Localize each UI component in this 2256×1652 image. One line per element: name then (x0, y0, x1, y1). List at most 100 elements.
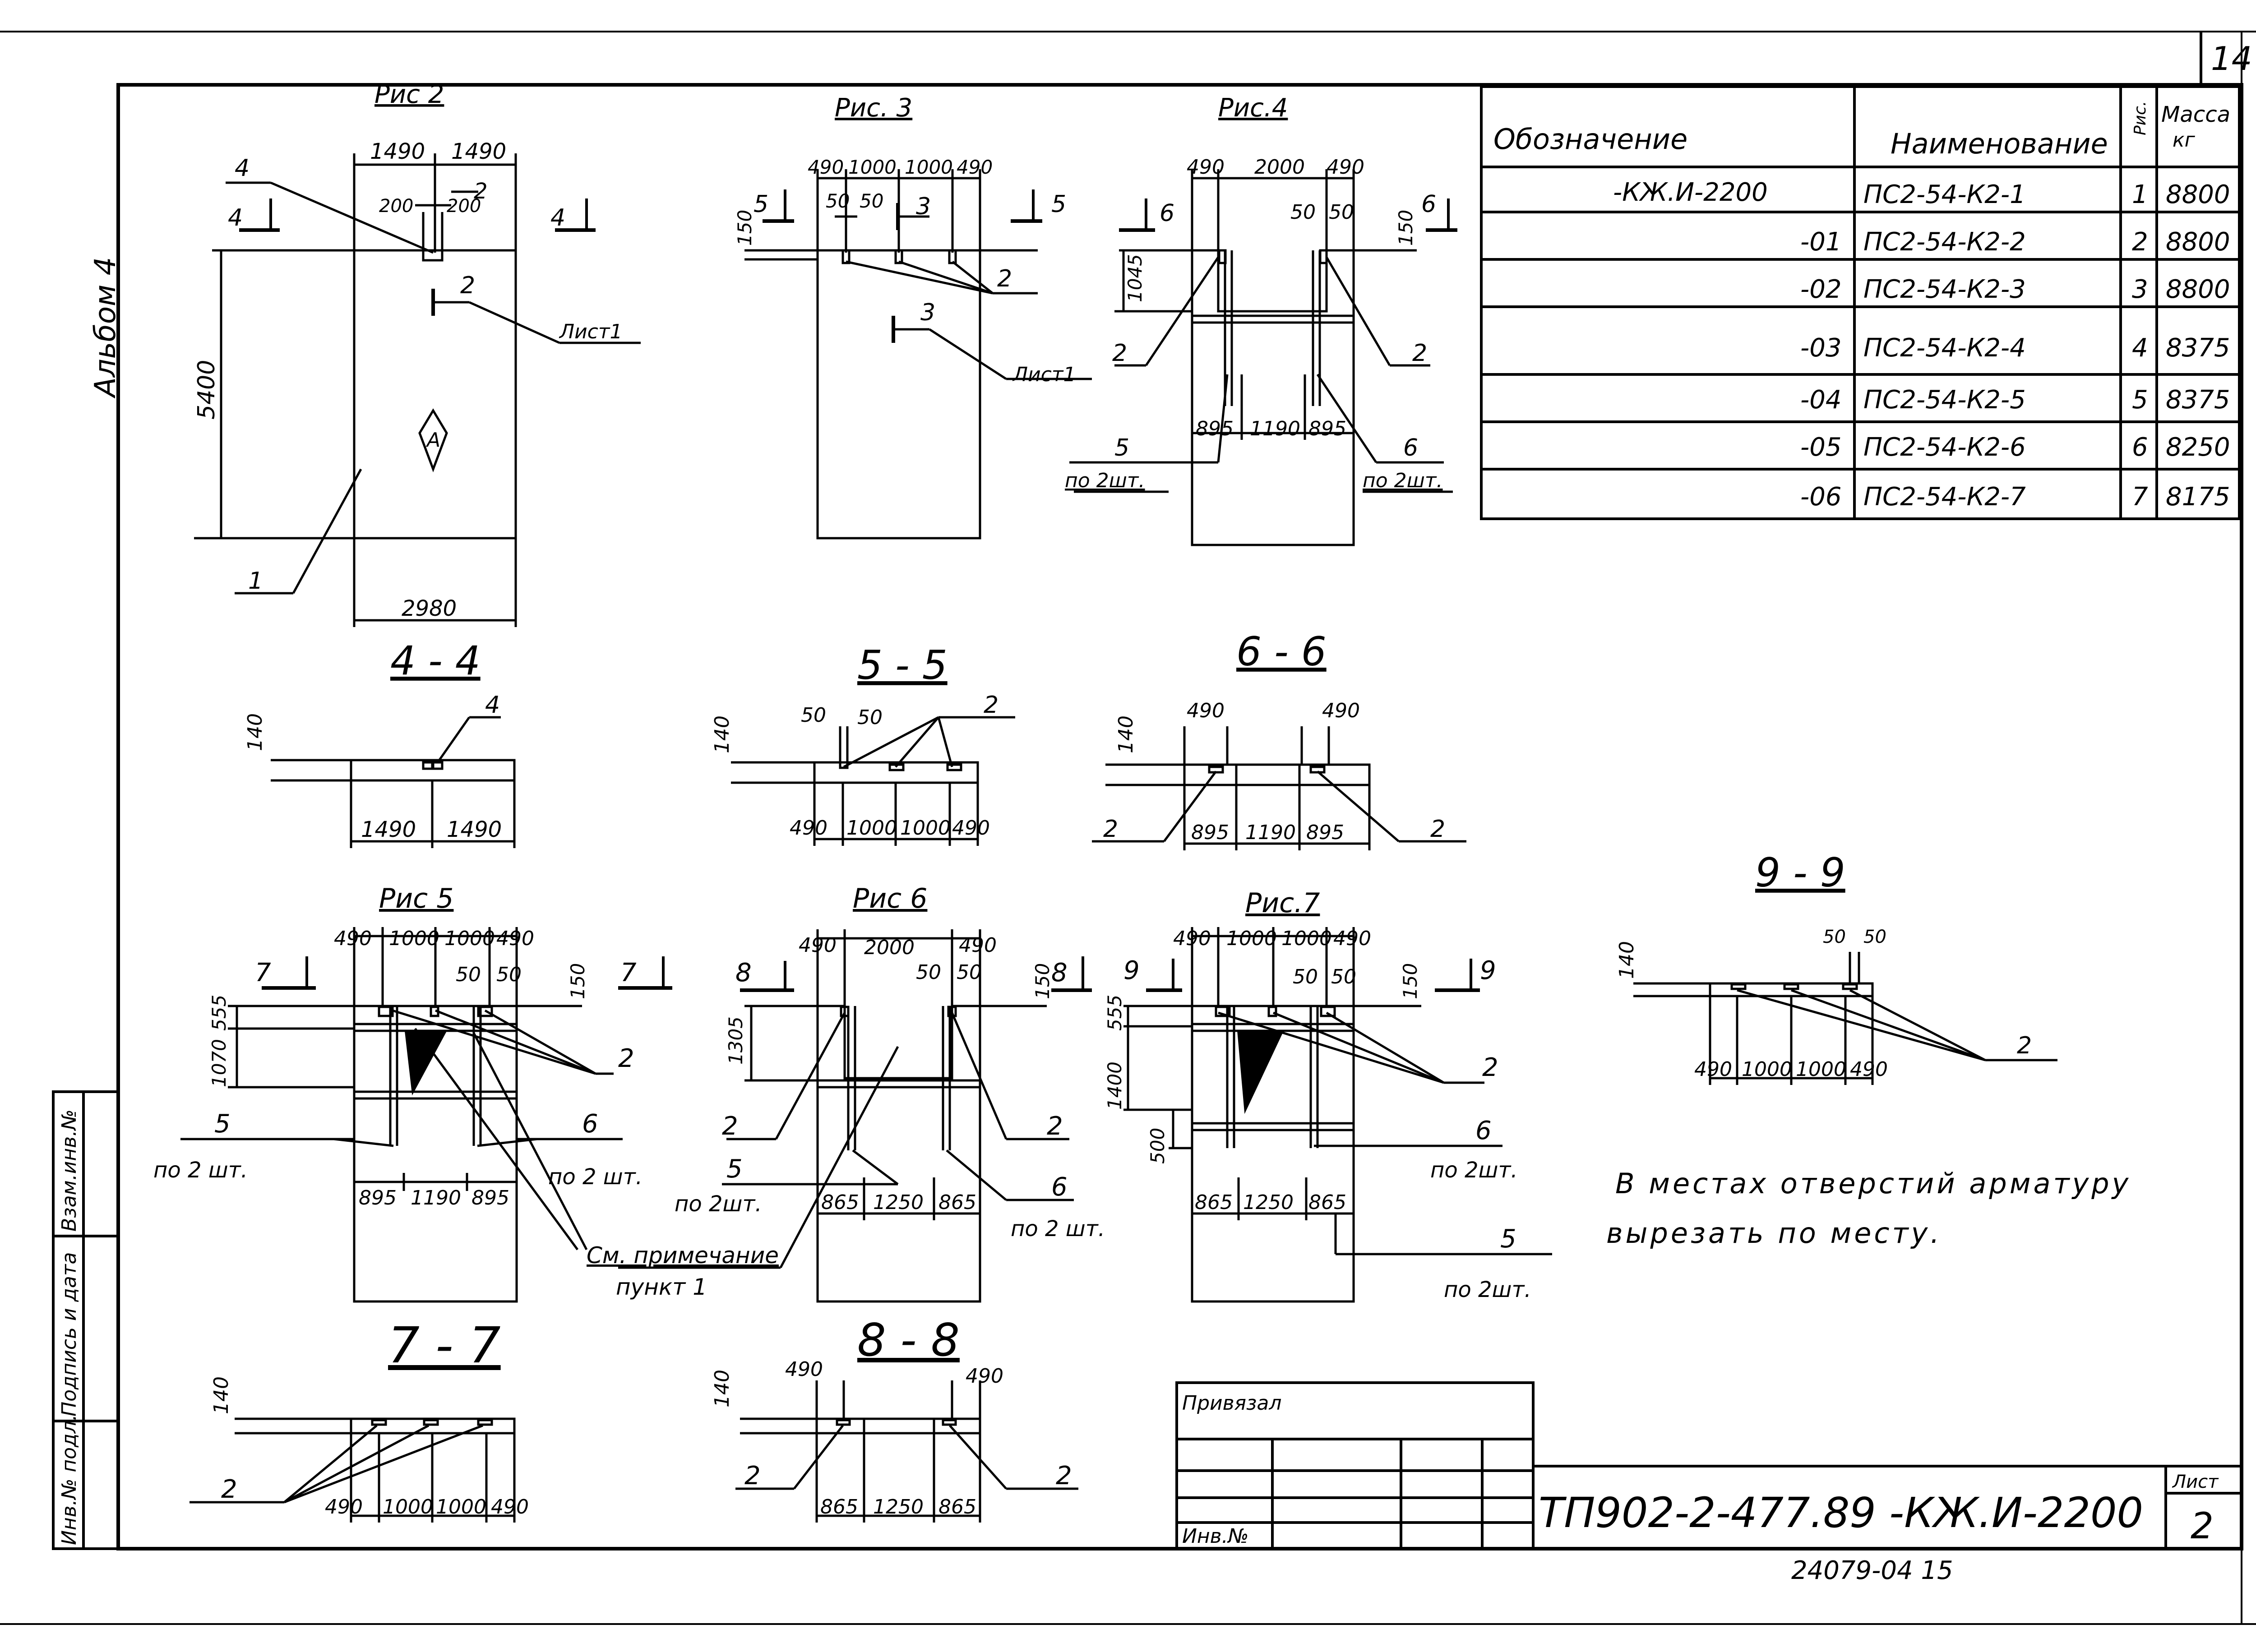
fig2-mark-a: А (425, 429, 440, 452)
spec-row-4-name: ПС2-54-К2-5 (1863, 385, 2026, 415)
spec-row-3-designation: -03 (1800, 333, 1841, 363)
fig6-top-0: 490 (799, 934, 837, 957)
s88-top-0: 490 (785, 1358, 823, 1381)
fig7-title: Рис.7 (1245, 887, 1320, 919)
fig4-h1045: 1045 (1124, 254, 1146, 302)
spec-header-designation: Обозначение (1493, 123, 1687, 156)
fig5-title: Рис 5 (379, 883, 453, 914)
fig4-top-0: 490 (1187, 156, 1225, 179)
spec-header-mass-unit: кг (2173, 129, 2196, 152)
spec-table: Обозначение Наименование Рис. Масса кг -… (1480, 85, 2241, 520)
fig5-h150: 150 (567, 963, 589, 999)
fig3-dim-1: 1000 (848, 156, 897, 178)
s66-top-0: 490 (1187, 699, 1225, 722)
spec-row-1-designation: -01 (1800, 227, 1841, 257)
s99-dim-1: 1000 (1742, 1058, 1792, 1081)
spec-row-1-fig: 2 (2132, 227, 2148, 257)
spec-row-2-mass: 8800 (2166, 275, 2230, 304)
fig3-sec-right: 5 (1051, 191, 1066, 218)
fig6-top-1: 2000 (864, 936, 915, 959)
s77-dim-2: 1000 (436, 1495, 486, 1518)
s77-title: 7 - 7 (388, 1316, 501, 1374)
s55-leader: 2 (984, 692, 999, 719)
note-line-2: вырезать по месту. (1606, 1217, 1942, 1250)
fig4-l6: 6 (1403, 434, 1418, 461)
s55-h: 140 (711, 715, 734, 753)
fig3-small-0: 50 (826, 190, 850, 212)
fig4-l2a: 2 (1112, 340, 1127, 367)
spec-row-1-mass: 8800 (2166, 227, 2230, 257)
page-number: 14 (2211, 40, 2252, 78)
stamp-archive-no: 24079-04 15 (1791, 1556, 1953, 1585)
spec-row-5-mass: 8250 (2166, 433, 2230, 462)
fig6-bot-0: 865 (821, 1191, 859, 1214)
fig6-top-2: 490 (959, 934, 997, 957)
fig7-qty5: по 2шт. (1444, 1277, 1531, 1302)
spec-row-0-designation: -КЖ.И-2200 (1613, 178, 1768, 207)
fig5-bot-2: 895 (472, 1186, 509, 1209)
fig2-dim-hole-a: 200 (379, 196, 413, 217)
spec-row-3-mass: 8375 (2166, 333, 2230, 363)
stamp-linked-by: Привязал (1182, 1392, 1282, 1415)
fig4-l5: 5 (1114, 434, 1129, 461)
s55-small-0: 50 (801, 704, 826, 727)
fig2-dim-height: 5400 (193, 360, 220, 420)
s88-l2a: 2 (744, 1461, 761, 1490)
fig6-title: Рис 6 (853, 883, 927, 914)
s55-dim-2: 1000 (900, 817, 951, 840)
s66-l2b: 2 (1430, 816, 1445, 843)
figure-6: Рис 6 490 2000 490 50 50 865 1250 865 15… (414, 883, 1105, 1303)
fig7-l5: 5 (1500, 1224, 1516, 1254)
fig6-qty-right: по 2 шт. (1011, 1216, 1105, 1241)
s44-title: 4 - 4 (390, 637, 481, 684)
fig2-sheet-ref: Лист1 (559, 320, 623, 343)
fig5-l2: 2 (618, 1044, 634, 1073)
spec-row-4-fig: 5 (2132, 385, 2148, 415)
fig5-qty-left: по 2 шт. (153, 1158, 248, 1183)
figure-3: Рис. 3 490 1000 1000 490 50 50 150 5 5 3… (734, 93, 1092, 540)
side-inv-podl: Инв.№ подл. (58, 1414, 81, 1545)
s66-dim-0: 895 (1191, 821, 1229, 844)
side-stamp (52, 1090, 120, 1550)
fig2-leader-1: 1 (248, 568, 263, 595)
spec-row-6-fig: 7 (2132, 482, 2148, 512)
fig3-c3: 3 (916, 193, 931, 220)
stamp-doc-code: ТП902-2-477.89 -КЖ.И-2200 (1539, 1489, 2143, 1537)
album-label: Альбом 4 (89, 257, 122, 399)
s99-title: 9 - 9 (1755, 849, 1845, 896)
fig5-l6: 6 (582, 1109, 598, 1139)
fig4-bot-2: 895 (1308, 417, 1346, 440)
fig4-top-1: 2000 (1254, 156, 1305, 179)
fig5-top-3: 490 (496, 927, 534, 950)
side-sign-date: Подпись и дата (58, 1252, 81, 1417)
fig5-bot-0: 895 (359, 1186, 397, 1209)
fig6-sec-right: 8 (1051, 958, 1068, 988)
s66-dim-1: 1190 (1245, 821, 1296, 844)
spec-header-fig: Рис. (2131, 101, 2150, 135)
s77-dim-3: 490 (491, 1495, 529, 1518)
figure-5: Рис 5 490 1000 1000 490 50 50 895 1190 8… (153, 883, 672, 1303)
fig5-qty-right: по 2 шт. (548, 1164, 643, 1190)
fig7-h150: 150 (1399, 963, 1421, 999)
fig7-top-2: 1000 (1281, 927, 1332, 950)
title-block: Привязал Инв.№ ТП902-2-477.89 -КЖ.И-2200… (1175, 1381, 2242, 1585)
fig6-sec-left: 8 (735, 958, 752, 988)
note-line-1: В местах отверстий арматуру (1615, 1167, 2131, 1200)
s88-l2b: 2 (1056, 1461, 1072, 1490)
s77-h: 140 (210, 1376, 233, 1414)
fig3-mark3: 3 (920, 299, 935, 326)
fig3-sec-left: 5 (754, 191, 768, 218)
fig2-dim-hole-b: 200 (447, 196, 481, 217)
fig4-top-2: 490 (1327, 156, 1364, 179)
fig7-h555: 555 (1104, 995, 1126, 1031)
figure-4: Рис.4 490 2000 490 50 50 895 1190 895 15… (1065, 93, 1457, 546)
fig5-bot-1: 1190 (411, 1186, 461, 1209)
fig6-note2: пункт 1 (616, 1274, 707, 1300)
fig2-dim-wright: 1490 (451, 139, 506, 164)
spec-row-0-mass: 8800 (2166, 180, 2230, 209)
s55-dim-3: 490 (952, 817, 990, 840)
fig4-qty-right: по 2шт. (1363, 469, 1443, 492)
section-6-6: 6 - 6 140 490 490 2 2 895 1190 895 (1092, 628, 1466, 850)
fig6-small-1: 50 (957, 961, 982, 984)
